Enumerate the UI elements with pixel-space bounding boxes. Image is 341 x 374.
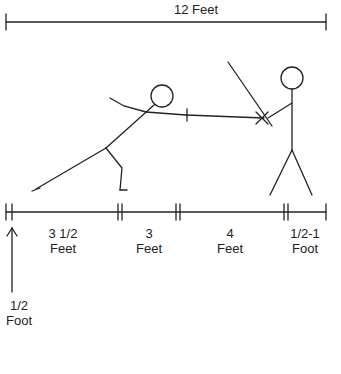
dimension-label: 1/2-1 Foot [287, 226, 323, 256]
dimension-label: 12 Feet [174, 2, 218, 17]
dimension-label: 3 Feet [133, 226, 165, 256]
lunging-fencer [32, 85, 186, 191]
pointer-arrow [7, 228, 17, 292]
dimension-label: 1/2 Foot [3, 298, 35, 328]
overall-dimension-line [6, 14, 326, 30]
segment-dimension-line [6, 204, 326, 220]
dimension-label: 4 Feet [214, 226, 246, 256]
parrying-blade [228, 62, 272, 126]
dimension-label: 3 1/2 Feet [45, 226, 81, 256]
attacking-blade [186, 109, 264, 121]
standing-fencer [268, 67, 312, 195]
